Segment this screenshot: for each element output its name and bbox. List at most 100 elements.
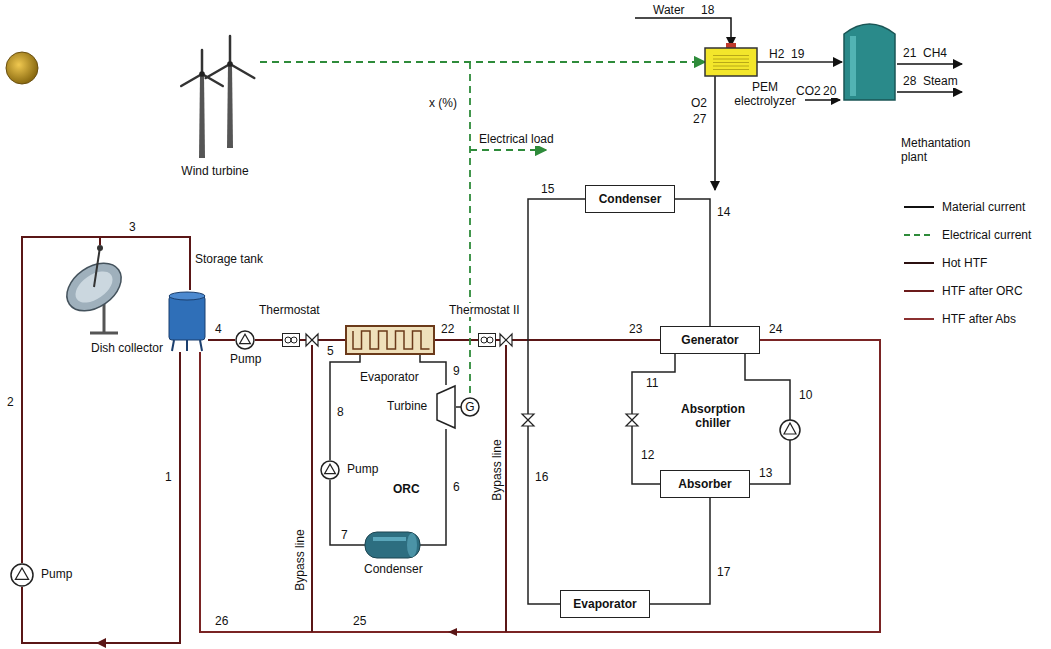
pipe: [330, 480, 365, 545]
valve-symbol: [626, 414, 638, 426]
valve-symbol: [522, 414, 534, 426]
pipe: [22, 352, 180, 643]
meth-icon: [842, 20, 897, 102]
generator-symbol: [461, 398, 479, 416]
power-line: [260, 61, 705, 63]
annotation: Bypass line: [490, 438, 504, 501]
pump-symbol: [780, 420, 800, 440]
pipe: [255, 339, 282, 341]
stream-label: 17: [716, 565, 731, 579]
annotation: CO2: [795, 84, 822, 98]
pump-icon: [235, 330, 255, 350]
dish-icon: [60, 245, 140, 335]
orc-evaporator: Evaporator: [345, 325, 435, 355]
stream-label: 24: [768, 322, 783, 336]
node-label: Methantation plant: [900, 136, 992, 164]
legend-sample: [902, 284, 936, 298]
annotation: O2: [690, 96, 708, 110]
thermo-icon: [282, 333, 300, 347]
node-label: Condenser: [598, 192, 663, 206]
absorption-evaporator: Evaporator: [560, 590, 650, 618]
stream-label: 14: [716, 205, 731, 219]
stream-label: 1: [164, 470, 173, 484]
stream-number: 26: [214, 614, 229, 628]
absorption-condenser: Condenser: [585, 185, 675, 213]
water-line: [635, 18, 731, 46]
stream-number: 18: [700, 3, 715, 17]
node-label: Dish collector: [90, 341, 164, 355]
stream-number: 28: [902, 74, 917, 88]
node-label: Turbine: [386, 399, 428, 413]
node-label: Generator: [680, 333, 739, 347]
stream-label: 2: [6, 395, 15, 409]
stream-number: 27: [692, 112, 707, 126]
legend-text: HTF after Abs: [942, 312, 1016, 326]
turbine: Turbine: [436, 385, 456, 429]
trap-icon: [436, 385, 456, 429]
generator: Generator: [660, 326, 760, 354]
pipe: [632, 354, 675, 484]
absorber: Absorber: [660, 470, 750, 498]
valve-symbol: [500, 334, 512, 346]
power-line: [469, 62, 471, 398]
solar-pump: Pump: [10, 563, 34, 587]
node-label: Pump: [346, 462, 379, 476]
node-label: PEM electrolyzer: [725, 80, 805, 108]
node-label: Pump: [229, 352, 262, 366]
stream-label: 13: [758, 466, 773, 480]
thermo-icon: [478, 333, 496, 347]
legend-sample: [902, 200, 936, 214]
methanation-reactor: Methantation plant: [842, 20, 897, 102]
stream-label: 11: [645, 376, 659, 390]
stream-number: 25: [352, 614, 367, 628]
oxygen-line: [714, 76, 716, 190]
tank-icon: [166, 290, 208, 352]
annotation: ORC: [392, 482, 421, 496]
stream-label: H2: [768, 47, 785, 61]
stream-number: 20: [822, 84, 837, 98]
pipe: [757, 61, 842, 63]
node-label: Pump: [40, 567, 73, 581]
stream-number: 12: [640, 448, 655, 462]
stream-label: 7: [340, 528, 349, 542]
stream-label: 23: [628, 322, 643, 336]
pipe: [435, 339, 478, 341]
legend-sample: [902, 256, 936, 270]
annotation: Electrical load: [478, 132, 555, 146]
node-label: Thermostat: [258, 303, 321, 317]
pipe: [675, 199, 710, 326]
stream-label: 9: [452, 364, 461, 378]
power-line: [470, 149, 546, 151]
wind-icon: [168, 40, 260, 182]
annotation: Steam: [922, 74, 959, 88]
legend-text: Electrical current: [942, 228, 1031, 242]
stream-label: 5: [326, 344, 335, 358]
annotation: G: [464, 400, 475, 414]
stream-number: 19: [790, 47, 805, 61]
legend-text: Material current: [942, 200, 1025, 214]
wind-turbine: Wind turbine: [168, 40, 260, 182]
pipe: [496, 339, 660, 341]
pipe: [420, 355, 446, 385]
storage-tank: Storage tank: [166, 290, 208, 352]
node-label: Thermostat II: [448, 303, 521, 317]
pipe: [200, 340, 880, 632]
sun-icon: [6, 52, 38, 84]
node-label: Evaporator: [572, 597, 637, 611]
pump-symbol: [784, 423, 796, 434]
evap-icon: [345, 325, 435, 355]
bypass-line: [311, 345, 313, 632]
stream-label: 22: [440, 322, 455, 336]
thermostat: Thermostat: [282, 333, 300, 347]
dish-collector: Dish collector: [60, 245, 140, 335]
orc-pump: Pump: [320, 460, 340, 480]
flow-arrow: [448, 628, 457, 636]
stream-label: 3: [128, 220, 137, 234]
pem-icon: [705, 48, 757, 76]
stream-number: 10: [798, 388, 813, 402]
node-label: Storage tank: [194, 252, 264, 266]
pipe: [528, 199, 585, 604]
thermostat: Thermostat II: [478, 333, 496, 347]
valve-symbol: [306, 334, 318, 346]
